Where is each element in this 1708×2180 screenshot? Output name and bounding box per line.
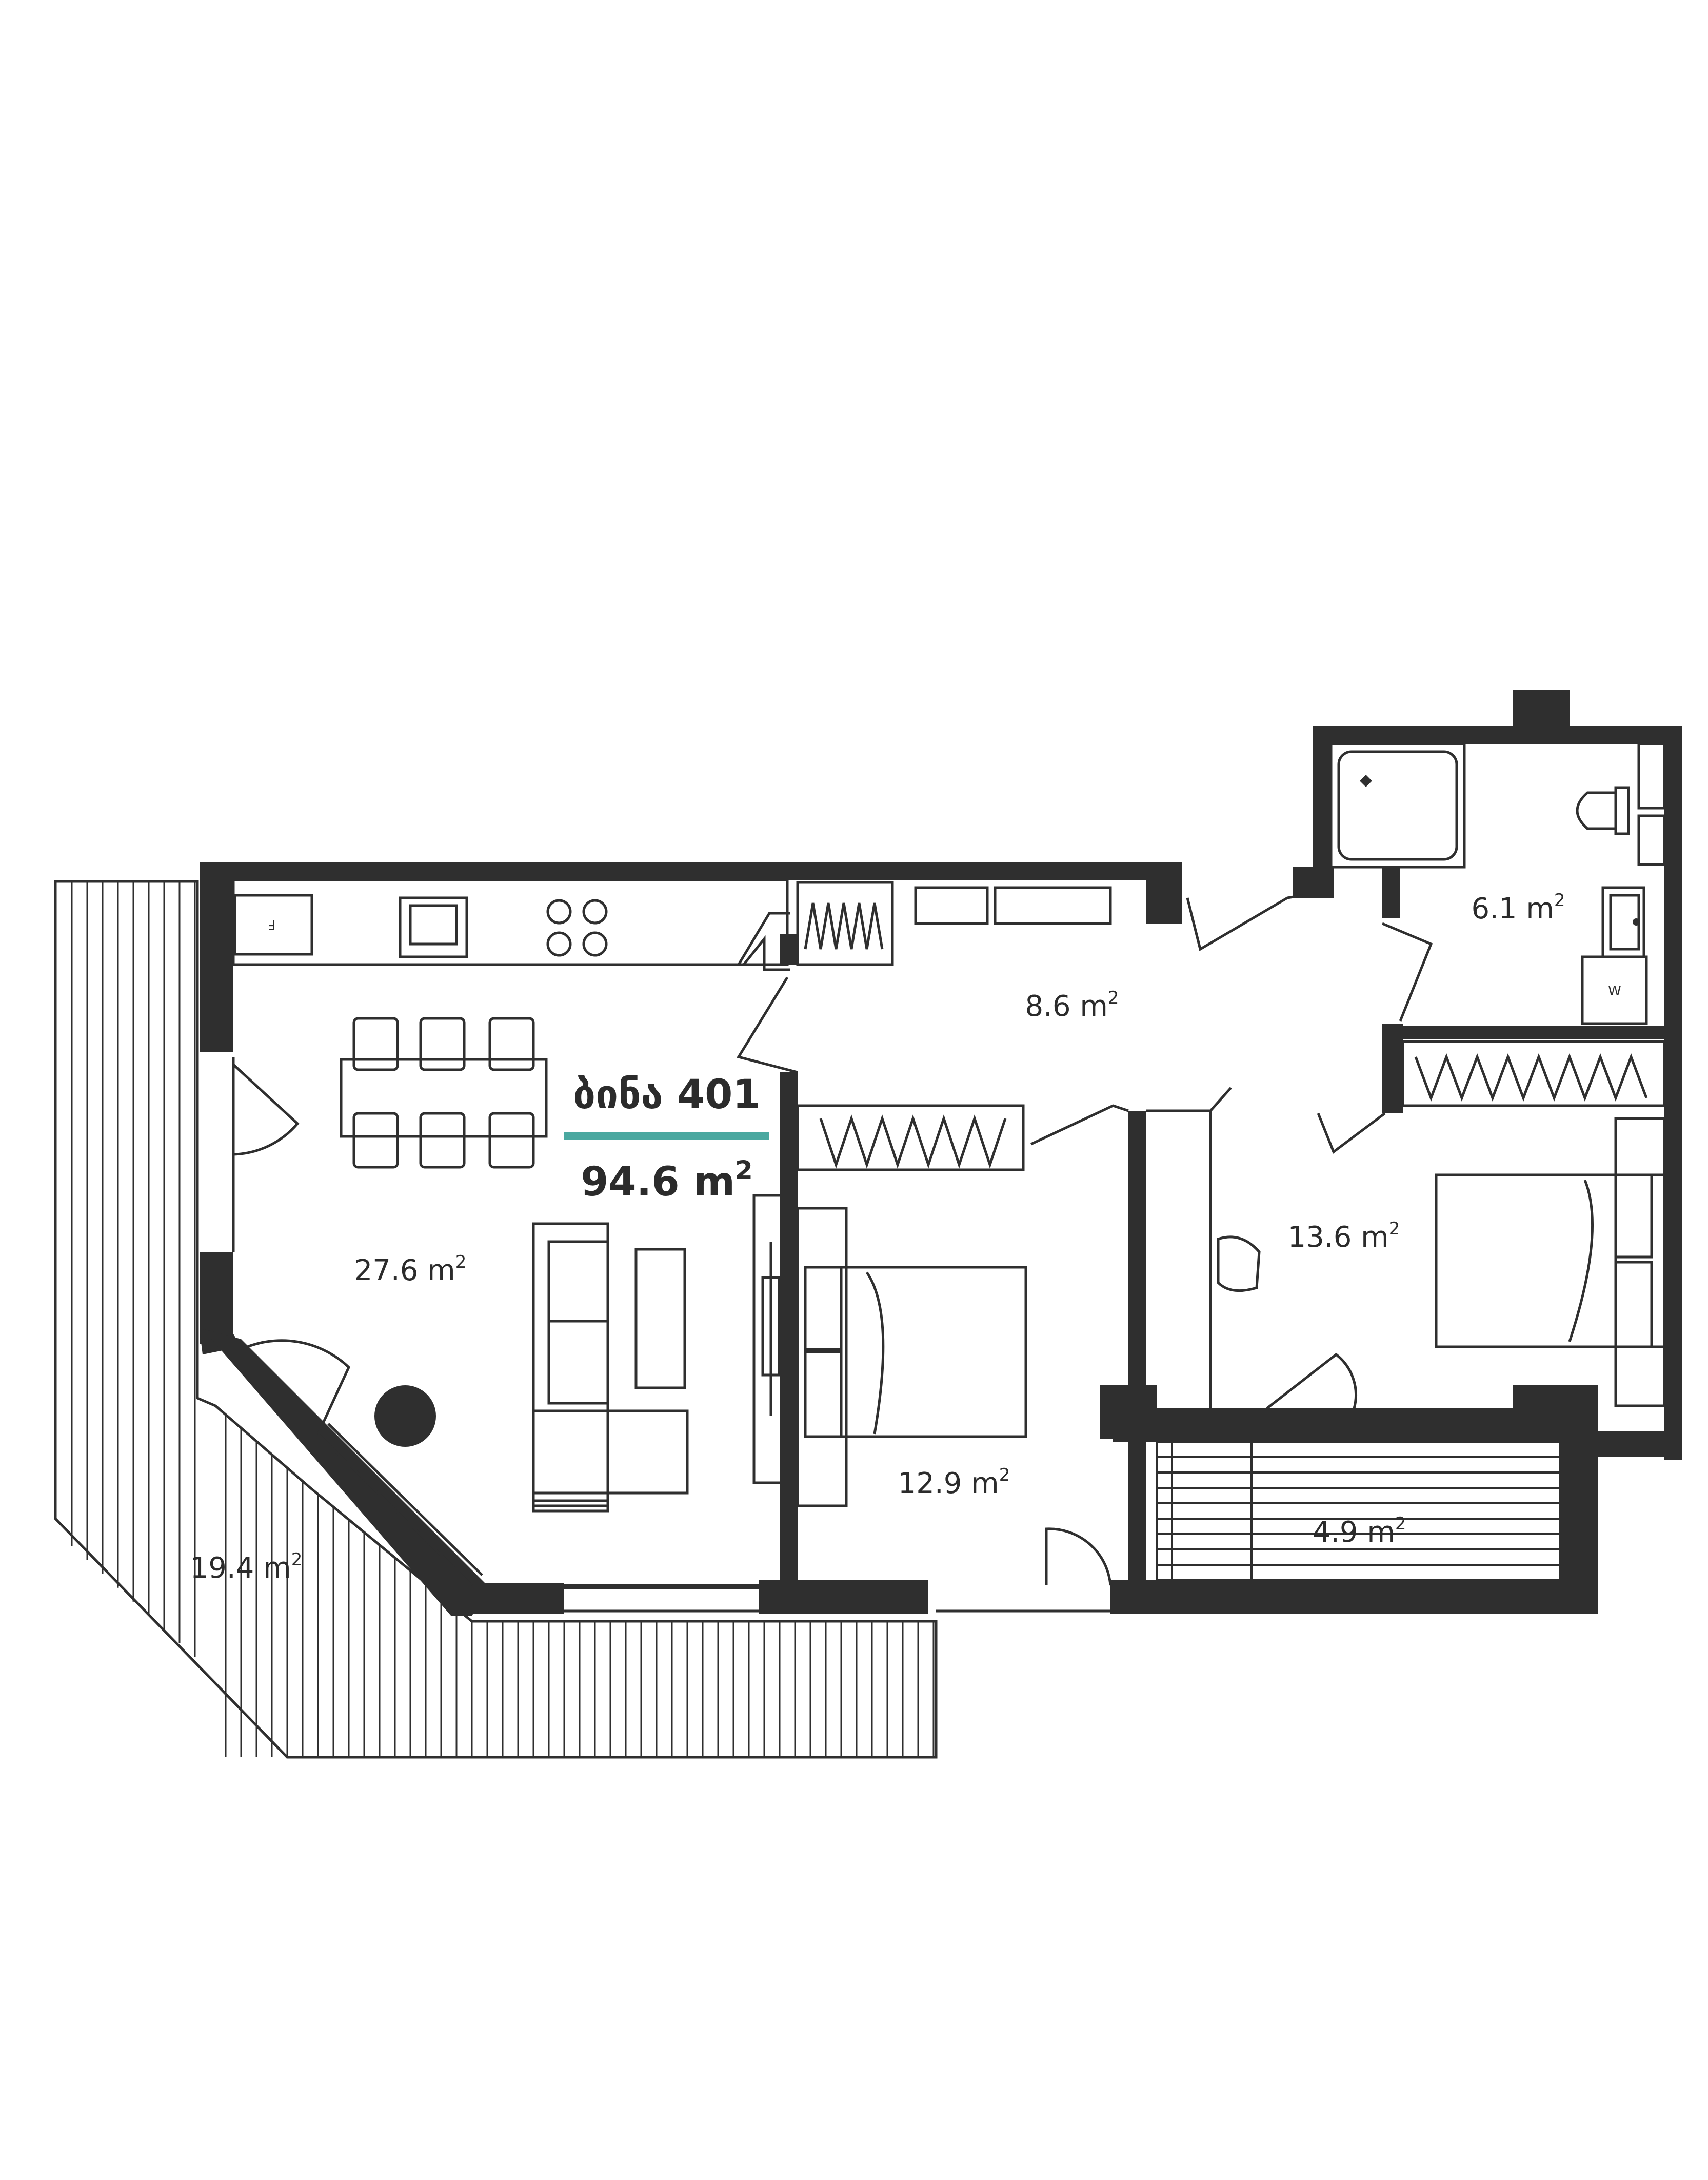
title-accent-line bbox=[564, 1132, 769, 1140]
washer-mark: W bbox=[1608, 984, 1621, 999]
plant-pot bbox=[374, 1385, 436, 1447]
fridge-mark: F bbox=[268, 917, 276, 932]
area-label-bedroom-1: 12.9 m2 bbox=[898, 1465, 1010, 1500]
bed-1 bbox=[796, 1207, 1027, 1507]
wardrobe-bedroom-2 bbox=[1401, 1040, 1666, 1107]
area-label-bathroom: 6.1 m2 bbox=[1471, 890, 1565, 926]
kitchen-counter bbox=[232, 878, 789, 966]
hall-doors bbox=[737, 894, 1433, 1154]
coffee-table bbox=[634, 1248, 686, 1389]
chair-icon bbox=[1217, 1235, 1261, 1292]
terrace-door bbox=[240, 1339, 483, 1586]
washer-box bbox=[1581, 955, 1648, 1025]
wardrobe-hall bbox=[796, 881, 1112, 966]
shower-drain-icon bbox=[1360, 775, 1372, 787]
bedroom-2-door bbox=[1266, 1352, 1357, 1409]
bed-2 bbox=[1435, 1117, 1666, 1407]
area-label-balcony: 4.9 m2 bbox=[1312, 1514, 1406, 1549]
area-label-hallway: 8.6 m2 bbox=[1025, 988, 1119, 1023]
total-area: 94.6 m2 bbox=[581, 1155, 753, 1205]
wardrobe-bedroom-1 bbox=[796, 1104, 1025, 1171]
apartment-title: ბინა 401 bbox=[573, 1072, 760, 1118]
thin-partitions bbox=[564, 912, 1212, 1614]
sofa bbox=[532, 1222, 689, 1513]
terrace-deck bbox=[54, 880, 938, 1759]
shower-tray bbox=[1329, 742, 1466, 869]
dining-set bbox=[340, 1017, 548, 1169]
entrance-door bbox=[232, 1057, 300, 1252]
area-label-bedroom-2: 13.6 m2 bbox=[1288, 1219, 1400, 1254]
balcony-small-deck bbox=[1156, 1441, 1563, 1581]
walls bbox=[200, 690, 1682, 1616]
sink-tap-icon bbox=[1633, 918, 1640, 926]
bath-shelves bbox=[1637, 742, 1666, 866]
area-label-living: 27.6 m2 bbox=[354, 1252, 467, 1287]
area-label-terrace: 19.4 m2 bbox=[190, 1549, 303, 1585]
toilet-icon bbox=[1576, 786, 1630, 835]
tv-unit bbox=[752, 1194, 789, 1484]
bedroom-1-door bbox=[1045, 1527, 1112, 1586]
